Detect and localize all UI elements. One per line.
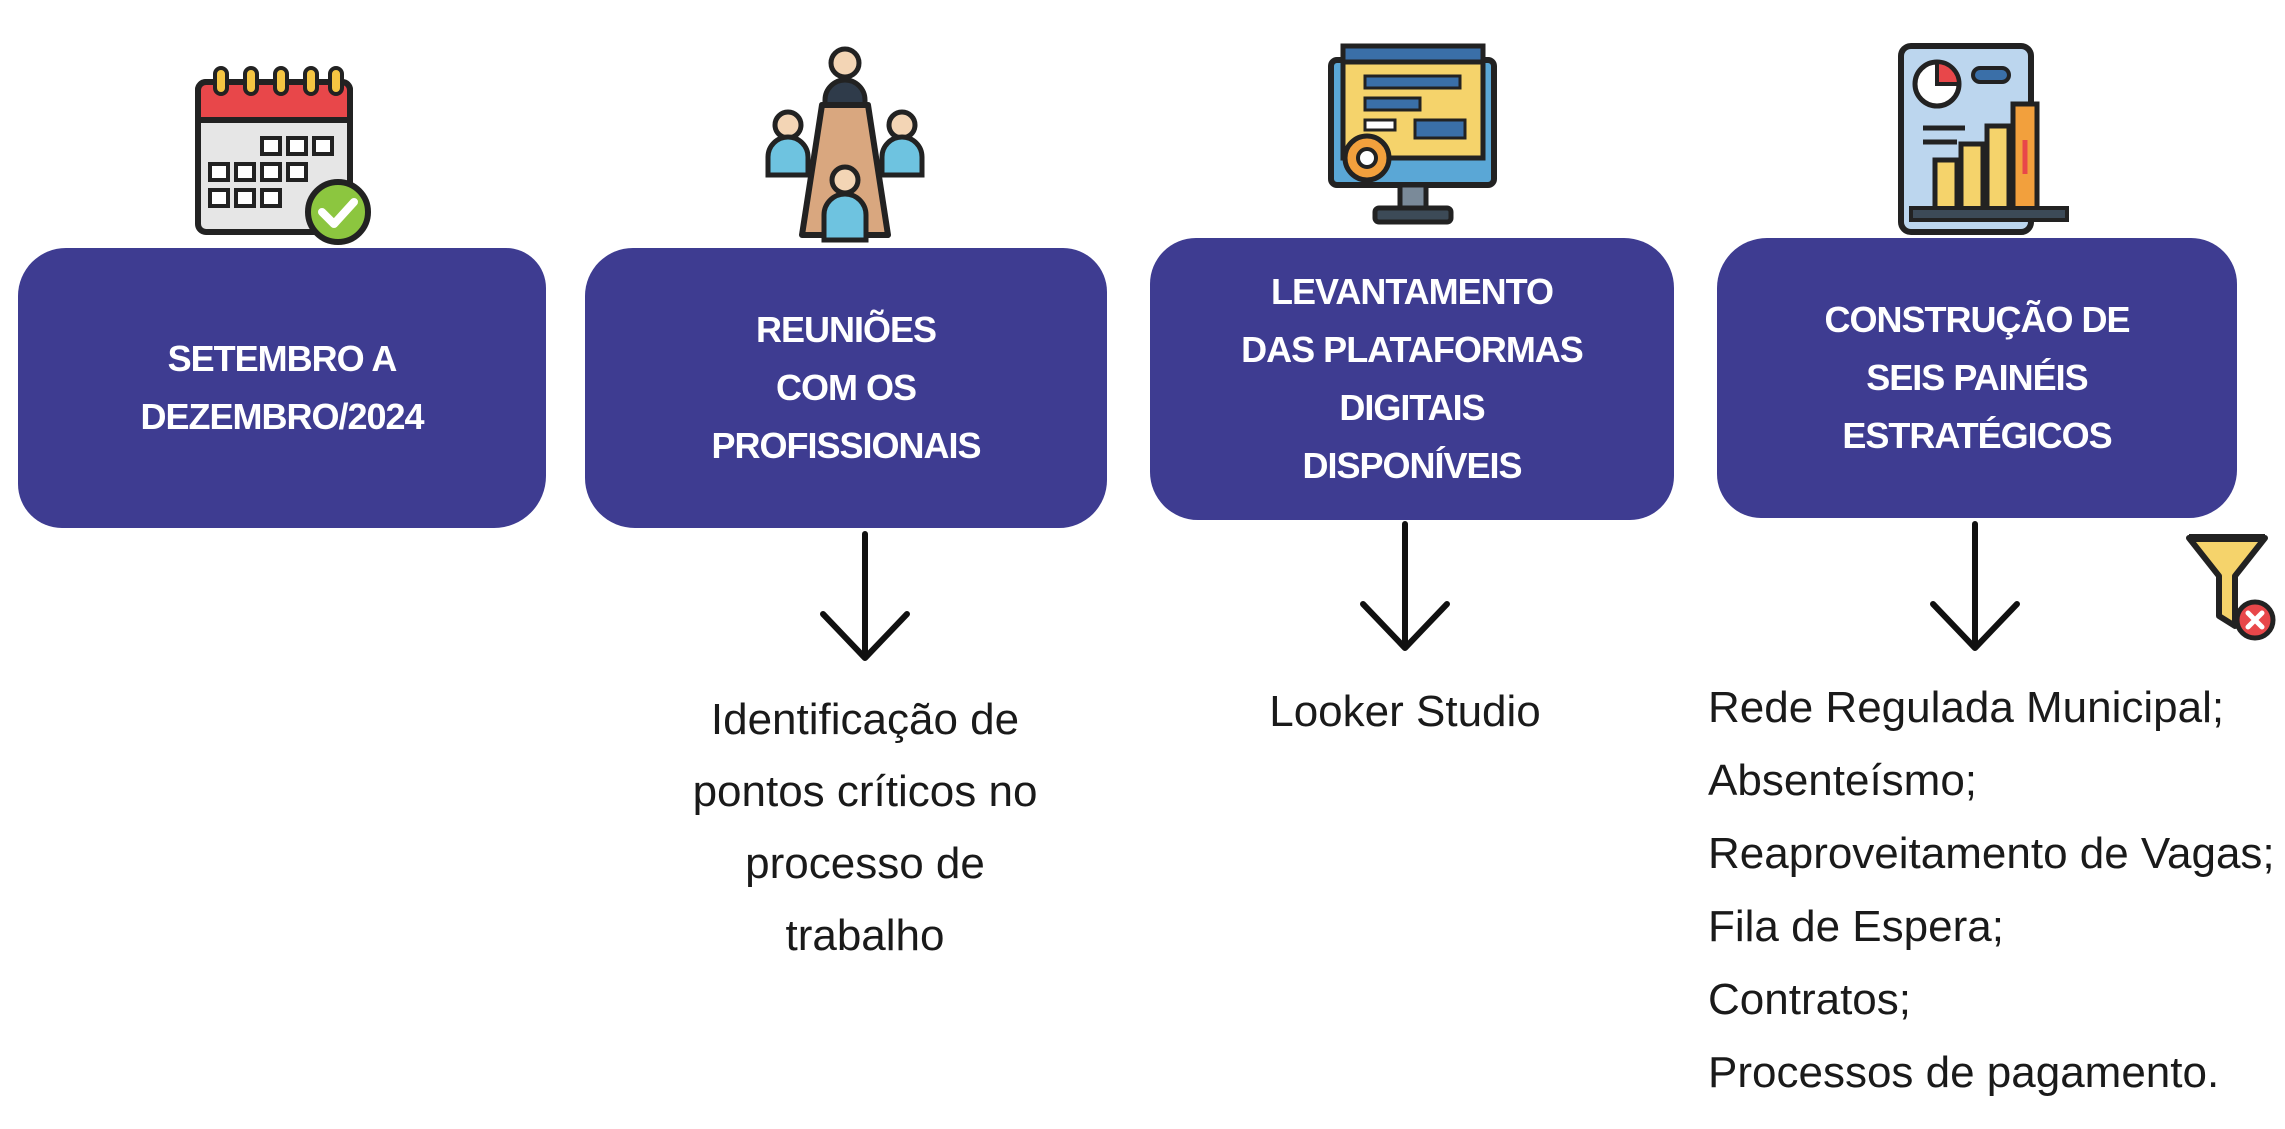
note-line: processo de [745, 839, 985, 888]
dashboard-report-icon [1898, 43, 2069, 235]
list-item: Reaproveitamento de Vagas; [1708, 829, 2275, 878]
filter-remove-icon [2186, 534, 2276, 641]
list-item: Contratos; [1708, 975, 1911, 1024]
list-item: Fila de Espera; [1708, 902, 2004, 951]
note-line: pontos críticos no [692, 767, 1038, 816]
dashboard-list: Rede Regulada Municipal; Absenteísmo; Re… [1708, 671, 2275, 1109]
calendar-check-icon [195, 66, 371, 245]
web-platform-monitor-icon [1328, 43, 1497, 225]
step-title-line: ESTRATÉGICOS [1842, 415, 2112, 456]
step-title-line: SETEMBRO A [167, 338, 398, 379]
meeting-icon [765, 46, 925, 243]
step-box-platforms: LEVANTAMENTO DAS PLATAFORMAS DIGITAIS DI… [1150, 238, 1674, 520]
note-line: Identificação de [710, 695, 1020, 744]
step-box-dashboards: CONSTRUÇÃO DE SEIS PAINÉIS ESTRATÉGICOS [1717, 238, 2237, 518]
step-title-line: CONSTRUÇÃO DE [1824, 299, 2130, 340]
step-note-meetings: Identificação de pontos críticos no proc… [640, 684, 1090, 972]
step-box-period: SETEMBRO A DEZEMBRO/2024 [18, 248, 546, 528]
down-arrow-icon [820, 531, 910, 661]
step-title-line: DEZEMBRO/2024 [140, 396, 424, 437]
list-item: Absenteísmo; [1708, 756, 1978, 805]
step-title-line: REUNIÕES [755, 309, 937, 350]
step-title-line: COM OS [775, 367, 917, 408]
step-title-line: LEVANTAMENTO [1271, 271, 1554, 312]
step-title-line: PROFISSIONAIS [711, 425, 981, 466]
step-title-line: SEIS PAINÉIS [1866, 357, 2088, 398]
down-arrow-icon [1360, 521, 1450, 651]
list-item: Rede Regulada Municipal; [1708, 683, 2225, 732]
step-box-meetings: REUNIÕES COM OS PROFISSIONAIS [585, 248, 1107, 528]
step-title-line: DAS PLATAFORMAS [1241, 329, 1584, 370]
down-arrow-icon [1930, 521, 2020, 651]
list-item: Processos de pagamento. [1708, 1048, 2220, 1097]
step-title-line: DISPONÍVEIS [1302, 445, 1522, 486]
step-note-platforms: Looker Studio [1205, 676, 1605, 748]
note-line: Looker Studio [1269, 687, 1541, 736]
note-line: trabalho [785, 911, 945, 960]
step-title-line: DIGITAIS [1339, 387, 1485, 428]
